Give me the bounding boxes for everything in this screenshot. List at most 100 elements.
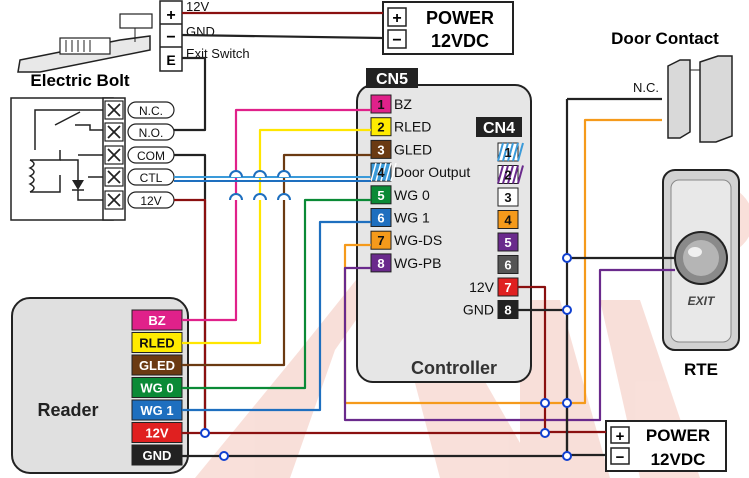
power-bottom-minus: − xyxy=(616,449,625,466)
cn4-pin-label: 12V xyxy=(469,279,495,295)
reader-pin-label: GLED xyxy=(139,358,175,373)
wire xyxy=(182,153,371,367)
cn4-pin: 8 GND xyxy=(463,300,519,319)
cn5-pin: 4 Door Output xyxy=(370,162,470,182)
bolt-terminal-block: + − E 12V GND Exit Switch xyxy=(159,0,250,72)
cn5-pin: 1 BZ xyxy=(370,94,412,114)
cn4-pin-num: 2 xyxy=(504,168,511,183)
reader-pin-label: WG 0 xyxy=(140,381,173,396)
cn5-pin-num: 1 xyxy=(377,97,384,112)
reader-pin-label: BZ xyxy=(148,313,165,328)
cn4-pin-num: 5 xyxy=(504,235,511,250)
cn4-pin-num: 3 xyxy=(504,190,511,205)
cn5-pin-num: 3 xyxy=(377,142,384,157)
relay-pin-label: N.C. xyxy=(139,104,163,118)
cn5-pin-label: WG 1 xyxy=(394,210,430,226)
reader-pin-label: 12V xyxy=(145,426,168,441)
wire xyxy=(181,33,384,40)
cn5-pin-label: WG 0 xyxy=(394,187,430,203)
wire xyxy=(174,56,207,132)
junction-node xyxy=(540,428,550,438)
reader-pin-list: BZ RLED GLED WG 0 WG 1 12V GND xyxy=(131,309,183,466)
cn4-pin: 5 xyxy=(497,232,519,252)
cn4-pin-num: 4 xyxy=(504,213,512,228)
door-contact-state: N.C. xyxy=(633,80,659,95)
wires xyxy=(174,11,675,458)
cn5-pin-label: GLED xyxy=(394,141,432,157)
reader-pin: GLED xyxy=(131,354,183,376)
cn5-pin-label: WG-DS xyxy=(394,232,442,248)
wire xyxy=(343,118,662,405)
controller-title: Controller xyxy=(411,358,497,378)
cn5-pin: 3 GLED xyxy=(370,139,432,159)
cn5-pin-num: 8 xyxy=(377,256,384,271)
power-bottom-title: POWER xyxy=(646,426,710,445)
bolt-label-12v: 12V xyxy=(186,0,209,14)
cn5-pin: 8 WG-PB xyxy=(370,253,441,273)
rte-title: RTE xyxy=(684,360,718,379)
cn4-pin-num: 6 xyxy=(504,258,511,273)
reader-pin: WG 0 xyxy=(131,377,183,398)
relay-pin-label: CTL xyxy=(140,171,163,185)
power-top-box: + − POWER 12VDC xyxy=(382,1,514,55)
junction-node xyxy=(540,398,550,408)
controller-board: CN5 CN4 Controller xyxy=(356,68,532,383)
power-top-voltage: 12VDC xyxy=(431,31,489,51)
wire xyxy=(182,128,371,345)
reader-pin: BZ xyxy=(131,309,183,331)
wire xyxy=(343,266,675,422)
cn4-pin: 3 xyxy=(497,187,519,207)
relay-pin-label: N.O. xyxy=(139,126,164,140)
cn5-pin-label: Door Output xyxy=(394,164,470,180)
cn4-title: CN4 xyxy=(483,120,515,137)
power-bottom-plus: + xyxy=(616,428,625,445)
power-bottom-box: + − POWER 12VDC xyxy=(605,420,727,472)
wire xyxy=(182,220,371,412)
relay-terminal-list: N.C. N.O. COM CTL 12V xyxy=(104,100,175,210)
cn5-pin-num: 2 xyxy=(377,120,384,135)
reader-pin-label: GND xyxy=(143,448,172,463)
cn4-pin-label: GND xyxy=(463,302,494,318)
cn4-pin-num: 8 xyxy=(504,303,511,318)
cn5-pin-num: 7 xyxy=(377,233,384,248)
wire xyxy=(182,108,371,322)
cn5-pin-label: WG-PB xyxy=(394,255,441,271)
wire xyxy=(174,198,207,430)
relay-pin: CTL xyxy=(104,167,175,187)
cn5-pin-num: 4 xyxy=(377,165,385,180)
relay-pin: 12V xyxy=(104,190,175,210)
junction-nodes xyxy=(200,253,572,461)
wire xyxy=(518,285,606,434)
junction-node xyxy=(562,451,572,461)
cn4-pin: 4 xyxy=(497,210,519,229)
junction-node xyxy=(219,451,229,461)
power-top-minus: − xyxy=(392,32,401,49)
relay-pin: N.C. xyxy=(104,100,175,120)
cn5-pin: 5 WG 0 xyxy=(370,185,430,205)
reader-pin: GND xyxy=(131,444,183,466)
junction-node xyxy=(562,398,572,408)
cn5-pin-label: BZ xyxy=(394,96,412,112)
door-contact-device: Door Contact N.C. xyxy=(611,29,733,143)
electric-bolt-title: Electric Bolt xyxy=(30,71,130,90)
cn4-pin: 6 xyxy=(497,255,519,274)
reader-pin-label: RLED xyxy=(139,336,174,351)
cn5-pin-num: 5 xyxy=(377,188,384,203)
reader-pin-label: WG 1 xyxy=(140,403,173,418)
relay-pin: COM xyxy=(104,145,175,165)
door-contact-title: Door Contact xyxy=(611,29,719,48)
rte-exit-button: EXIT RTE xyxy=(662,169,740,379)
relay-pin-label: COM xyxy=(137,149,165,163)
cn4-pin: 1 xyxy=(497,142,524,162)
cn4-pin: 2 xyxy=(497,165,524,184)
power-top-title: POWER xyxy=(426,8,494,28)
bolt-term-plus: + xyxy=(166,7,175,24)
bolt-term-minus: − xyxy=(166,29,175,46)
electric-bolt-device: Electric Bolt xyxy=(17,13,153,90)
